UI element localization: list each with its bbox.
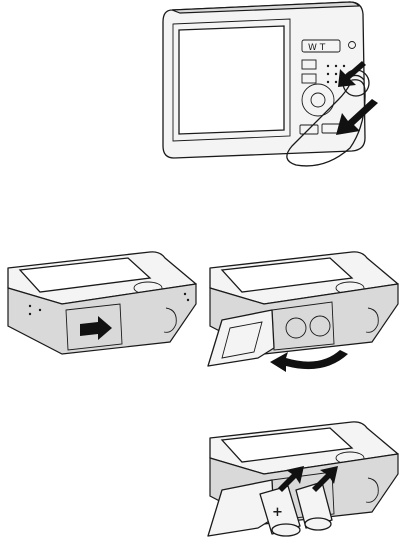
figure-slide-door xyxy=(0,248,200,358)
camera-underside-icon xyxy=(0,248,200,358)
camera-underside-icon xyxy=(200,248,405,373)
swing-arrow-icon xyxy=(270,350,348,372)
svg-text:W T: W T xyxy=(308,43,326,53)
battery-positive-label: + xyxy=(272,505,283,520)
figure-insert-batteries: + xyxy=(200,418,405,541)
figure-open-door xyxy=(200,248,405,373)
figure-attach-strap: W T xyxy=(160,0,375,175)
camera-underside-icon: + xyxy=(200,418,405,541)
insert-arrow-icon xyxy=(320,55,380,135)
